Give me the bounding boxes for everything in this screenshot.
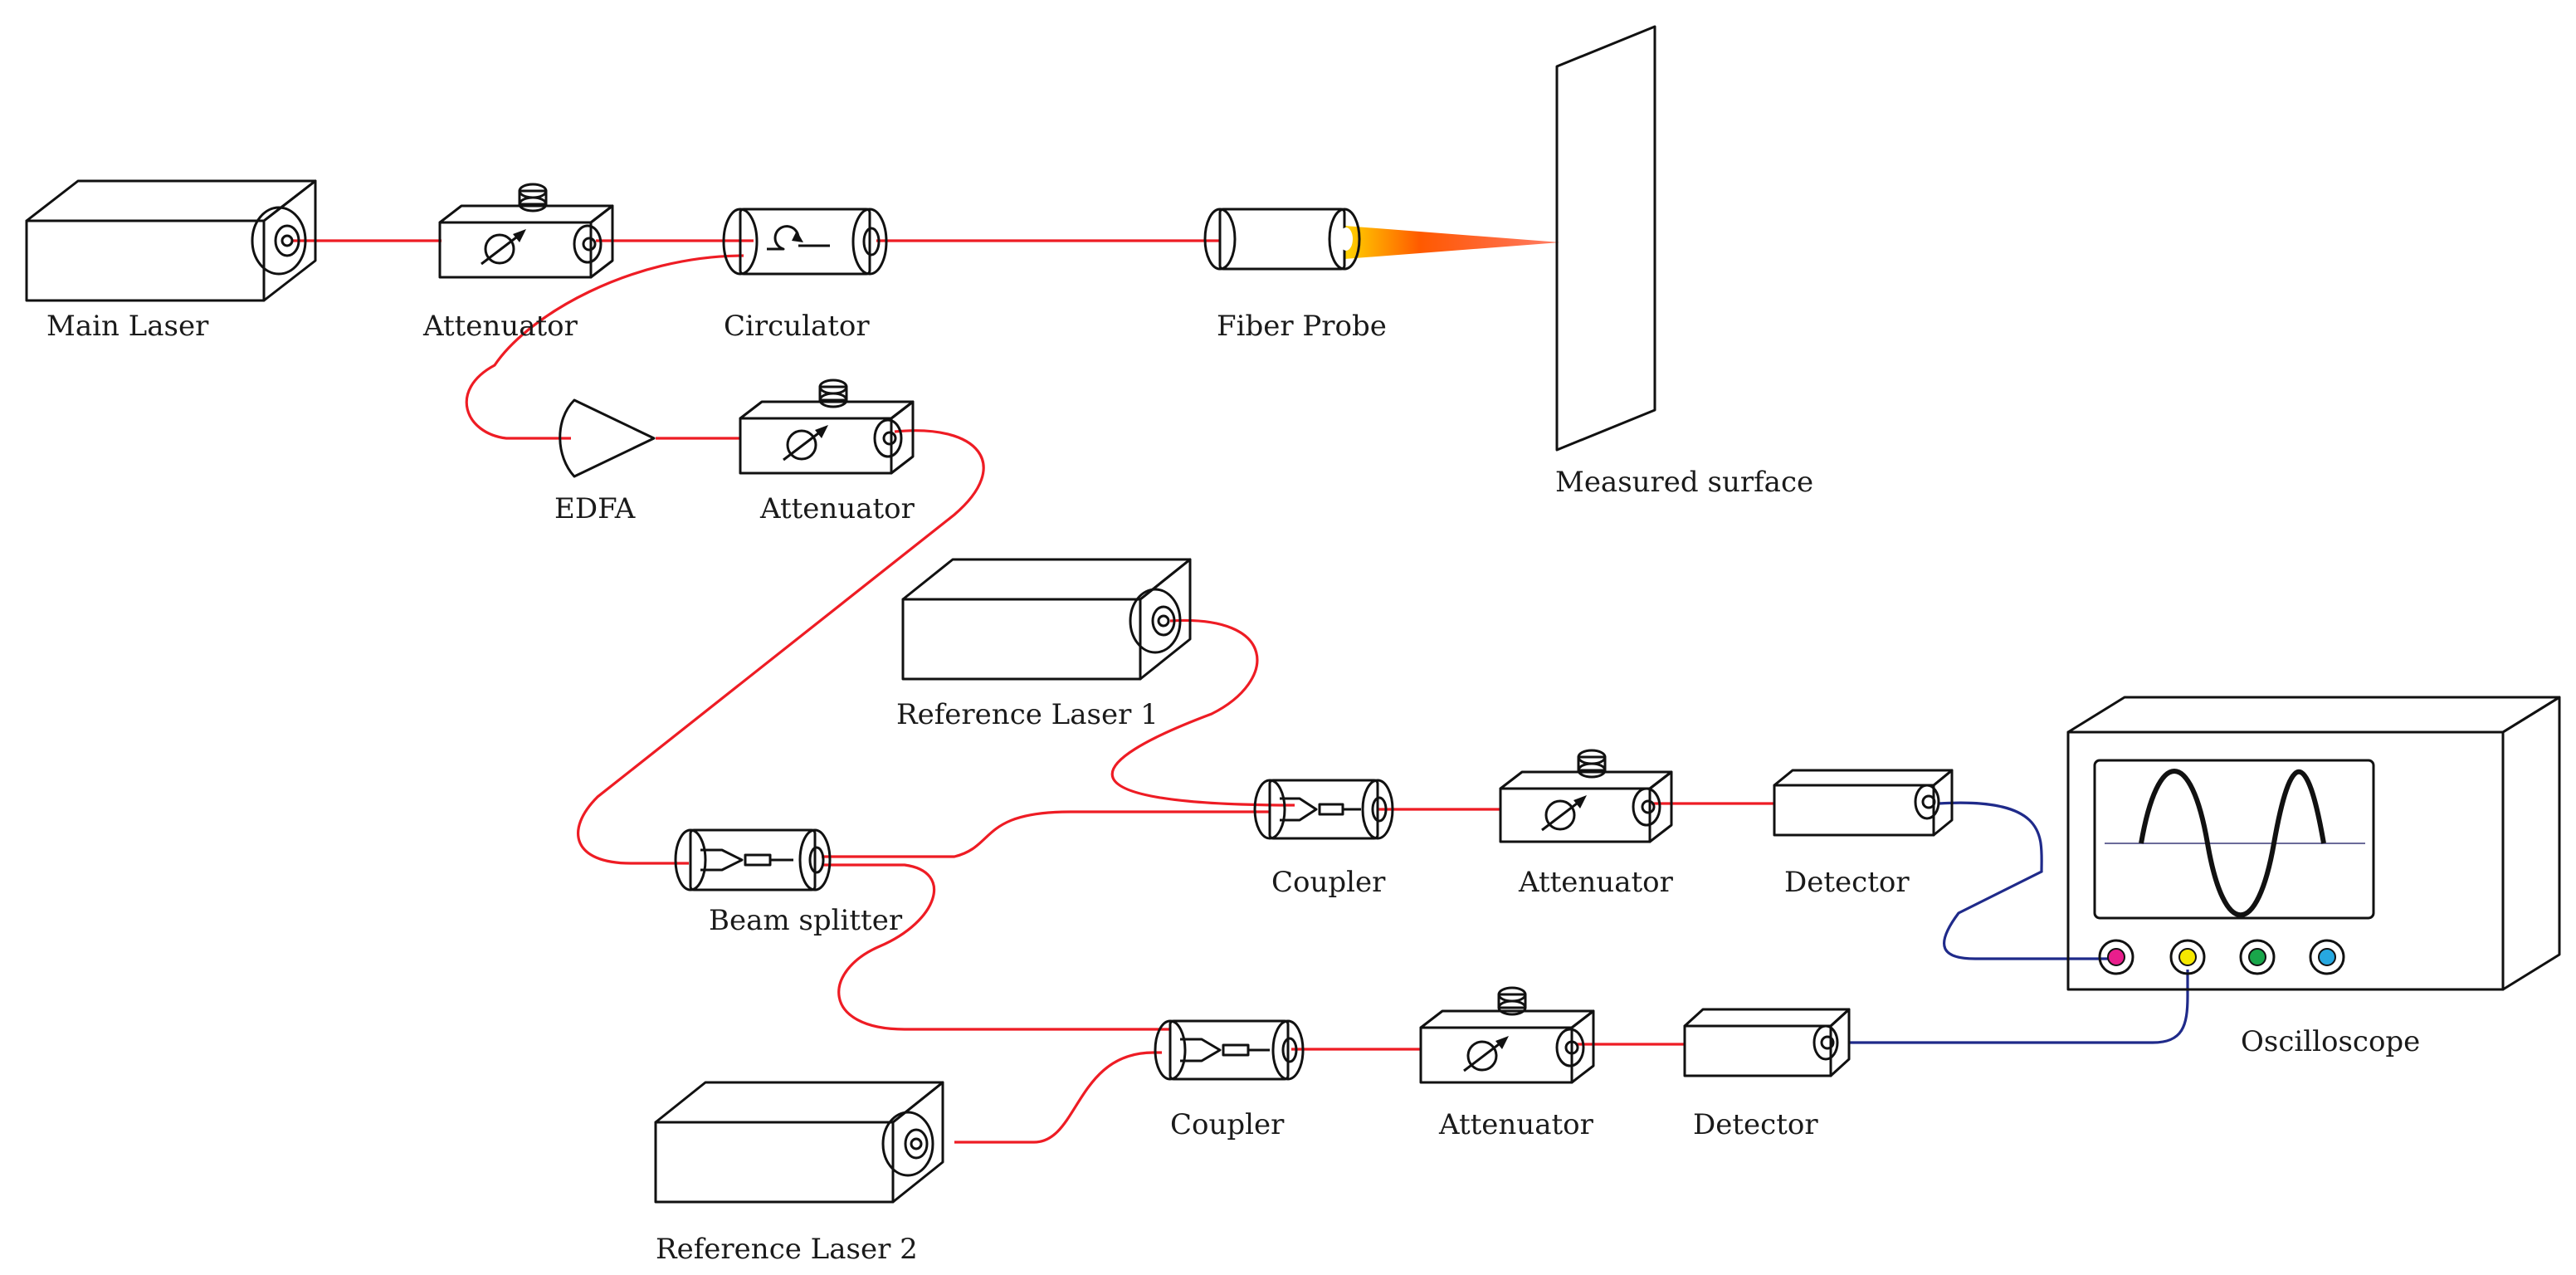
label-coupler-2: Coupler [1170,1108,1285,1141]
coupler-1 [1253,779,1394,840]
fiber-probe [1203,208,1560,271]
attenuator-1 [438,183,614,279]
cable-detector2-oscilloscope [1849,970,2189,1044]
coupler-2 [1154,1019,1305,1081]
cable-detector1-oscilloscope [1938,801,2108,960]
label-beam-splitter: Beam splitter [709,904,903,937]
port-magenta[interactable] [2107,948,2125,966]
sine-wave [2139,769,2326,917]
fiber-attenuator-beamsplitter [577,429,985,865]
label-coupler-1: Coupler [1271,866,1386,899]
port-yellow[interactable] [2178,948,2197,966]
label-attenuator-1: Attenuator [422,310,578,343]
main-laser [25,179,317,302]
fiber-beamsplitter-coupler2 [822,863,1170,1031]
signal-cables [1849,801,2189,1044]
label-detector-1: Detector [1784,866,1910,899]
detector-2 [1683,1008,1851,1077]
measured-surface [1555,25,1656,452]
label-measured-surface: Measured surface [1555,466,1813,499]
label-reference-laser-2: Reference Laser 2 [656,1233,918,1266]
label-oscilloscope: Oscilloscope [2241,1025,2420,1058]
label-circulator: Circulator [724,310,870,343]
label-edfa: EDFA [554,492,636,525]
port-blue[interactable] [2318,948,2336,966]
label-attenuator-4: Attenuator [1438,1108,1594,1141]
label-attenuator-3: Attenuator [1518,866,1674,899]
label-main-laser: Main Laser [46,310,209,343]
fiber-reflaser2-coupler2 [954,1051,1162,1144]
circulator [722,208,888,276]
attenuator-2 [739,379,915,475]
attenuator-4 [1419,986,1595,1084]
optical-fibers [292,239,1774,1144]
label-attenuator-2: Attenuator [759,492,915,525]
reference-laser-2 [654,1081,944,1204]
fiber-beamsplitter-coupler1 [822,810,1270,858]
fiber-circulator-edfa [465,254,744,440]
reference-laser-1 [901,558,1192,681]
labels: Main Laser Attenuator Circulator Fiber P… [46,310,2420,1266]
oscilloscope-ports [2098,939,2345,975]
attenuator-3 [1499,749,1673,843]
label-reference-laser-1: Reference Laser 1 [896,698,1159,731]
fiber-reflaser1-coupler [1110,618,1295,807]
beam-splitter [674,828,832,892]
oscilloscope [2066,696,2561,991]
port-green[interactable] [2248,948,2266,966]
label-fiber-probe: Fiber Probe [1217,310,1387,343]
label-detector-2: Detector [1693,1108,1818,1141]
detector-1 [1773,769,1954,837]
edfa [559,398,656,478]
